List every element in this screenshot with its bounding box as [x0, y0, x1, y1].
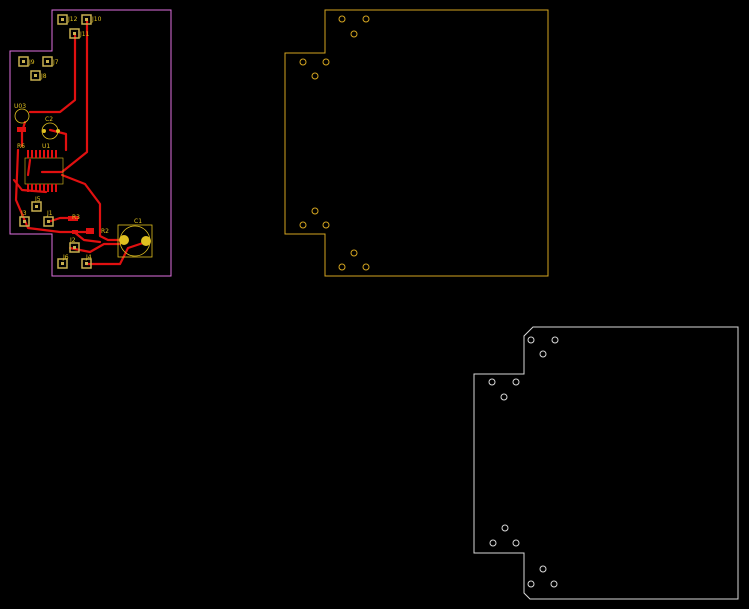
yellow-board-outline [284, 9, 549, 277]
label-c2: C2 [45, 116, 53, 123]
mounting-hole-icon [539, 350, 547, 358]
u1-pins-top [27, 150, 57, 158]
square-pad-icon [69, 242, 80, 253]
label-j12: J12 [67, 16, 78, 23]
r3-resistor [68, 216, 78, 221]
mounting-hole-icon [512, 539, 520, 547]
label-j5: J5 [34, 196, 41, 203]
mounting-hole-icon [512, 378, 520, 386]
mounting-hole-icon [350, 30, 358, 38]
label-u1: U1 [42, 143, 50, 150]
u1-chip [24, 150, 64, 192]
silkscreen-labels: J12 J10 J11 J9 J7 J8 U03 C2 R6 U1 J5 J3 … [14, 16, 142, 261]
mounting-hole-icon [550, 580, 558, 588]
copper-traces [12, 18, 148, 266]
u3-component [14, 108, 30, 132]
square-pad-icon [30, 70, 41, 81]
label-r3: R3 [72, 214, 80, 221]
label-j11: J11 [79, 31, 90, 38]
mounting-hole-icon [311, 207, 319, 215]
label-j6: J6 [62, 254, 69, 261]
mounting-hole-icon [299, 221, 307, 229]
board-outline-panel-yellow [284, 9, 549, 277]
square-pad-icon [81, 14, 92, 25]
square-pad-icon [57, 258, 68, 269]
trace [26, 158, 32, 177]
label-j7: J7 [52, 59, 59, 66]
c2-capacitor [41, 122, 60, 140]
trace [28, 32, 77, 114]
square-pad-icon [69, 28, 80, 39]
mounting-hole-icon [338, 263, 346, 271]
pcb-panel: J12 J10 J11 J9 J7 J8 U03 C2 R6 U1 J5 J3 … [9, 9, 172, 277]
trace [40, 18, 89, 174]
mounting-hole-icon [488, 378, 496, 386]
label-j9: J9 [28, 59, 35, 66]
pads [18, 14, 92, 269]
label-j10: J10 [91, 16, 102, 23]
label-j1: J1 [46, 210, 53, 217]
square-pad-icon [42, 56, 53, 67]
mounting-hole-icon [551, 336, 559, 344]
yellow-mounting-holes [299, 15, 370, 271]
square-pad-icon [19, 216, 30, 227]
label-j4: J4 [85, 254, 92, 261]
trace [84, 240, 148, 266]
mounting-hole-icon [527, 336, 535, 344]
mounting-hole-icon [527, 580, 535, 588]
u1-pins-bottom [27, 184, 57, 192]
mounting-hole-icon [350, 249, 358, 257]
mounting-hole-icon [311, 72, 319, 80]
label-j8: J8 [40, 73, 47, 80]
label-j3: J3 [20, 210, 27, 217]
mounting-hole-icon [539, 565, 547, 573]
mounting-hole-icon [322, 221, 330, 229]
trace [72, 230, 102, 244]
square-pad-icon [43, 216, 54, 227]
label-r2: R2 [101, 228, 109, 235]
board-outline-panel-white [473, 326, 739, 600]
trace [48, 128, 68, 152]
mounting-hole-icon [362, 263, 370, 271]
label-c1: C1 [134, 218, 142, 225]
mounting-hole-icon [299, 58, 307, 66]
mounting-hole-icon [338, 15, 346, 23]
pcb-board-outline [9, 9, 172, 277]
r-small [72, 230, 78, 234]
mounting-hole-icon [501, 524, 509, 532]
mounting-hole-icon [500, 393, 508, 401]
r2-resistor [86, 228, 94, 234]
square-pad-icon [57, 14, 68, 25]
white-board-outline [473, 326, 739, 600]
c1-capacitor [117, 224, 153, 258]
square-pad-icon [81, 258, 92, 269]
trace [60, 173, 126, 242]
label-r6: R6 [17, 143, 25, 150]
square-pad-icon [18, 56, 29, 67]
mounting-hole-icon [322, 58, 330, 66]
mounting-hole-icon [362, 15, 370, 23]
white-mounting-holes [488, 336, 559, 588]
mounting-hole-icon [489, 539, 497, 547]
label-u3: U03 [14, 103, 26, 110]
trace [68, 242, 122, 254]
trace [12, 178, 48, 194]
smd-resistors [68, 216, 94, 234]
square-pad-icon [31, 201, 42, 212]
label-j2: J2 [69, 237, 76, 244]
